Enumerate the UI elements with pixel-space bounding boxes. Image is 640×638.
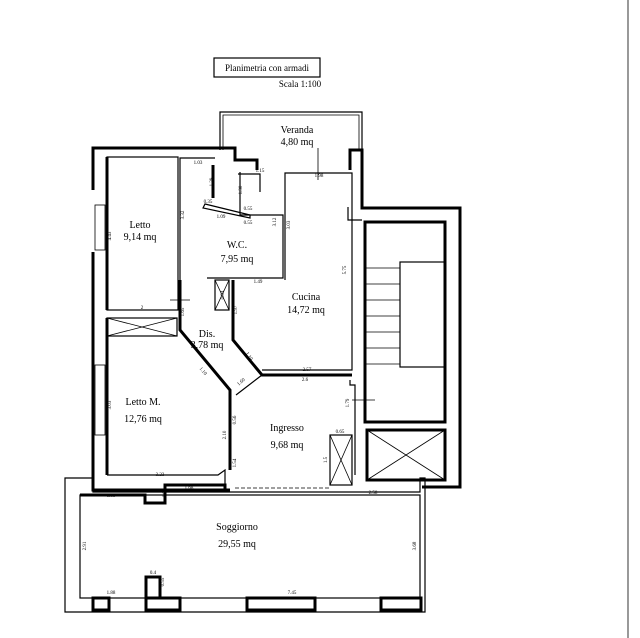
dimension-label: 1.60 [237,378,247,388]
dimension-label: 2.91 [83,541,88,550]
room-area: 3,78 mq [191,340,224,351]
dimension-label: 2.57 [303,368,312,373]
dimension-label: 0.65 [336,430,345,435]
dimension-label: 1.88 [107,591,116,596]
room-area: 14,72 mq [287,305,325,316]
dimension-label: 0.94 [221,290,226,299]
dimension-label: 0.55 [244,207,253,212]
dimension-label: 5.75 [343,265,348,274]
room-area: 29,55 mq [218,539,256,550]
dimension-label: 1.65 [181,307,186,316]
dimension-label: 0.56 [233,415,238,424]
room-area: 9,68 mq [271,440,304,451]
room-name: Veranda [281,125,314,136]
staircase [363,220,447,424]
dimension-label: 1.5 [324,456,329,463]
dimension-label: 2 [141,306,144,311]
plan-scale: Scala 1:100 [279,79,322,89]
room-wc [179,157,284,280]
room-name: Dis. [199,329,215,340]
dimension-label: 1.49 [254,280,263,285]
room-name: Soggiorno [216,522,258,533]
dimension-label: 0.55 [161,577,166,586]
dimension-label: 1.88 [107,494,116,499]
room-ingresso [235,380,375,489]
dimension-label: 1.97 [234,305,239,314]
veranda [219,111,363,150]
dimension-label: 1.30 [239,185,244,194]
dimension-label: 1.79 [346,398,351,407]
room-letto-m [107,468,226,490]
room-name: W.C. [227,240,247,251]
room-name: Letto M. [126,397,161,408]
room-area: 12,76 mq [124,414,162,425]
title-box [213,57,321,78]
room-name: Ingresso [270,423,304,434]
dimension-label: 2.10 [223,430,228,439]
dimension-label: 3.32 [181,210,186,219]
dimension-label: 4.43 [108,231,113,240]
room-cucina [262,148,353,371]
dimension-label: 0.55 [244,221,253,226]
dimension-label: 3.23 [156,473,165,478]
room-dis [170,279,352,470]
dimension-label: 1.29 [210,177,215,186]
dimension-label: 2.58 [369,491,378,496]
wardrobe-letto [106,317,178,337]
dimension-label: 3.68 [413,541,418,550]
dimension-label: 3.12 [273,217,278,226]
dimension-label: 0.35 [204,200,213,205]
dimension-label: 1.54 [233,458,238,467]
dimension-labels: 1.03 1.29 0.35 1.15 1.30 0.55 0.55 1.09 … [83,161,418,596]
dimension-label: 1.03 [194,161,203,166]
plan-title: Planimetria con armadi [225,63,309,73]
room-area: 7,95 mq [221,254,254,265]
room-soggiorno [64,477,426,613]
dimension-label: 3.03 [287,220,292,229]
room-area: 9,14 mq [124,232,157,243]
room-letto [106,156,179,311]
dimension-label: 0.55 [163,488,168,497]
dimension-label: 1.10 [198,367,208,377]
dimension-label: 1.10 [244,352,253,362]
room-name: Cucina [292,292,321,303]
dimension-label: 1.15 [256,169,265,174]
dimension-label: 1.98 [315,174,324,179]
dimension-label: 1.68 [185,486,194,491]
dimension-label: 3.03 [108,400,113,409]
dimension-label: 2.6 [302,378,309,383]
room-area: 4,80 mq [281,137,314,148]
dimension-label: 0.4 [150,571,157,576]
wardrobe-ingresso [329,434,353,486]
room-name: Letto [129,220,150,231]
outer-walls [91,146,462,492]
dimension-label: 7.45 [288,591,297,596]
dimension-label: 1.09 [217,215,226,220]
elevator [365,428,447,482]
